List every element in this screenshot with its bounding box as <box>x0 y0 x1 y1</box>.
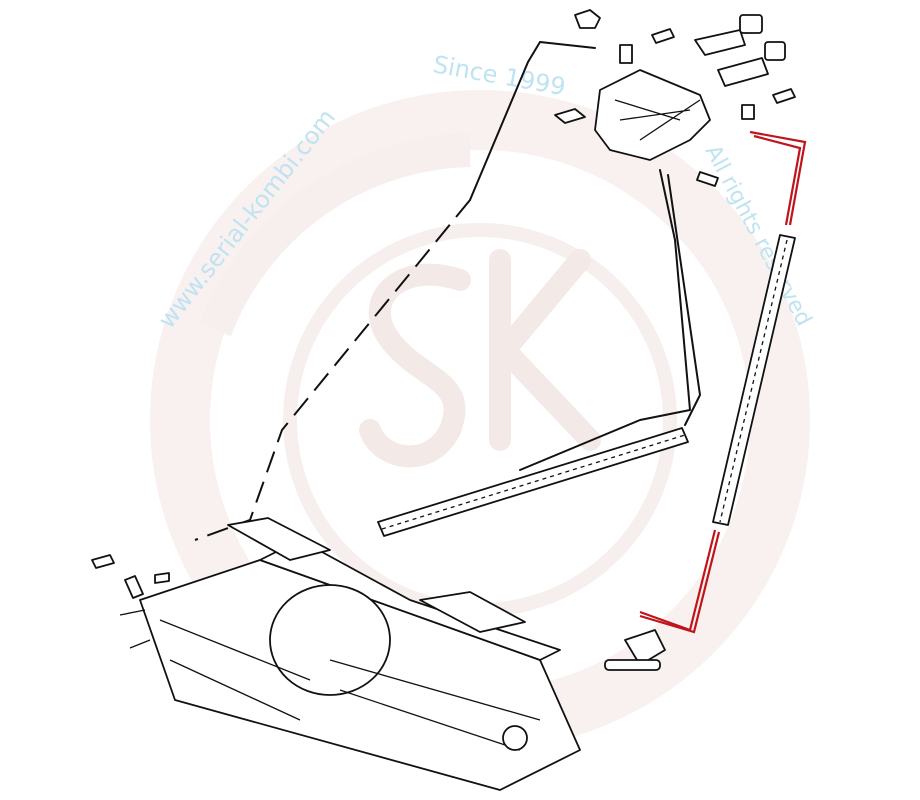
lower-clamp <box>604 629 666 671</box>
cable-dashed <box>194 199 471 541</box>
watermark-url-large-band <box>199 133 471 337</box>
highlighted-cable-lower-2 <box>639 531 721 634</box>
screw <box>91 554 115 569</box>
cable-right <box>519 169 691 471</box>
clip <box>124 575 144 599</box>
watermark-logo <box>359 249 601 468</box>
clip-2 <box>154 572 170 584</box>
cable-right-2 <box>667 174 701 426</box>
cable-sheath-vertical <box>712 234 796 526</box>
control-lever-assembly <box>554 9 796 187</box>
highlighted-cable-lower <box>639 529 717 632</box>
heater-duct <box>119 517 581 791</box>
cable-sheath-horizontal <box>377 427 689 537</box>
cable-upper <box>469 41 596 201</box>
highlighted-cable-upper-2 <box>753 134 802 226</box>
highlighted-cable-upper <box>749 130 807 226</box>
